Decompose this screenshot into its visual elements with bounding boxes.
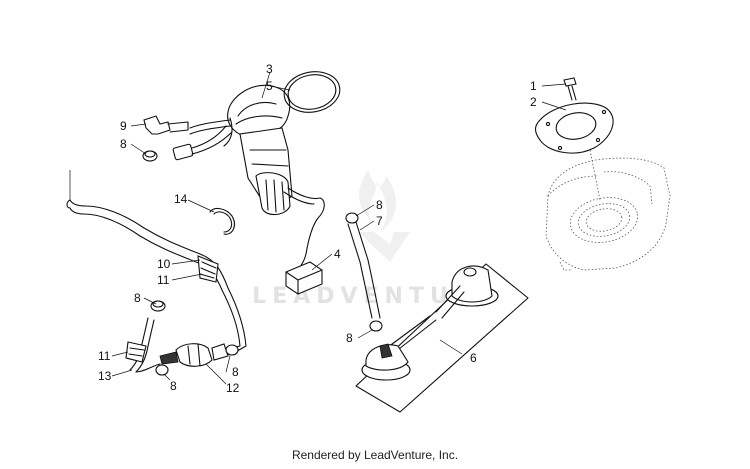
- fuel-pump-assembly[interactable]: [189, 84, 325, 271]
- clamp-left-lower[interactable]: [155, 364, 169, 376]
- callout-4: 4: [334, 247, 341, 261]
- fuel-filter[interactable]: [159, 343, 229, 367]
- fuel-tank-outline: [545, 149, 671, 271]
- pump-gasket[interactable]: [534, 102, 614, 154]
- callout-14: 14: [174, 192, 188, 206]
- callout-12: 12: [226, 381, 240, 395]
- leader-lines: [69, 71, 567, 385]
- elbow-fitting[interactable]: [143, 115, 189, 135]
- clamp-upper[interactable]: [142, 150, 158, 162]
- vent-hose[interactable]: [345, 212, 383, 332]
- callout-5: 5: [266, 79, 273, 93]
- callout-3: 3: [266, 62, 273, 76]
- callout-8: 8: [134, 291, 141, 305]
- footer-credit: Rendered by LeadVenture, Inc.: [291, 448, 459, 462]
- callout-11: 11: [98, 349, 111, 363]
- wire-connector[interactable]: [172, 125, 233, 161]
- callout-7: 7: [376, 214, 383, 228]
- callout-8: 8: [170, 379, 177, 393]
- rollover-valve-assembly[interactable]: [355, 263, 529, 413]
- callout-13: 13: [98, 369, 112, 383]
- callout-9: 9: [120, 119, 127, 133]
- callout-8: 8: [120, 137, 127, 151]
- callout-10: 10: [157, 257, 171, 271]
- callout-8: 8: [376, 198, 383, 212]
- hose-left[interactable]: [125, 317, 161, 373]
- callout-8: 8: [346, 331, 353, 345]
- retaining-clip[interactable]: [209, 207, 235, 235]
- callout-1: 1: [530, 79, 537, 93]
- callout-11: 11: [157, 273, 170, 287]
- callout-8: 8: [232, 365, 239, 379]
- pump-connector[interactable]: [285, 261, 323, 295]
- watermark-flame-icon: [358, 170, 410, 262]
- callouts: 3 5 9 8 14 10 11 8 11 13 8 12 8 4 8 7 8 …: [98, 62, 537, 395]
- clamp-filter-right[interactable]: [225, 344, 239, 356]
- seal-ring[interactable]: [281, 67, 343, 116]
- callout-6: 6: [470, 351, 477, 365]
- mounting-bolt[interactable]: [563, 77, 577, 101]
- fuel-line[interactable]: [66, 199, 247, 355]
- callout-2: 2: [530, 95, 537, 109]
